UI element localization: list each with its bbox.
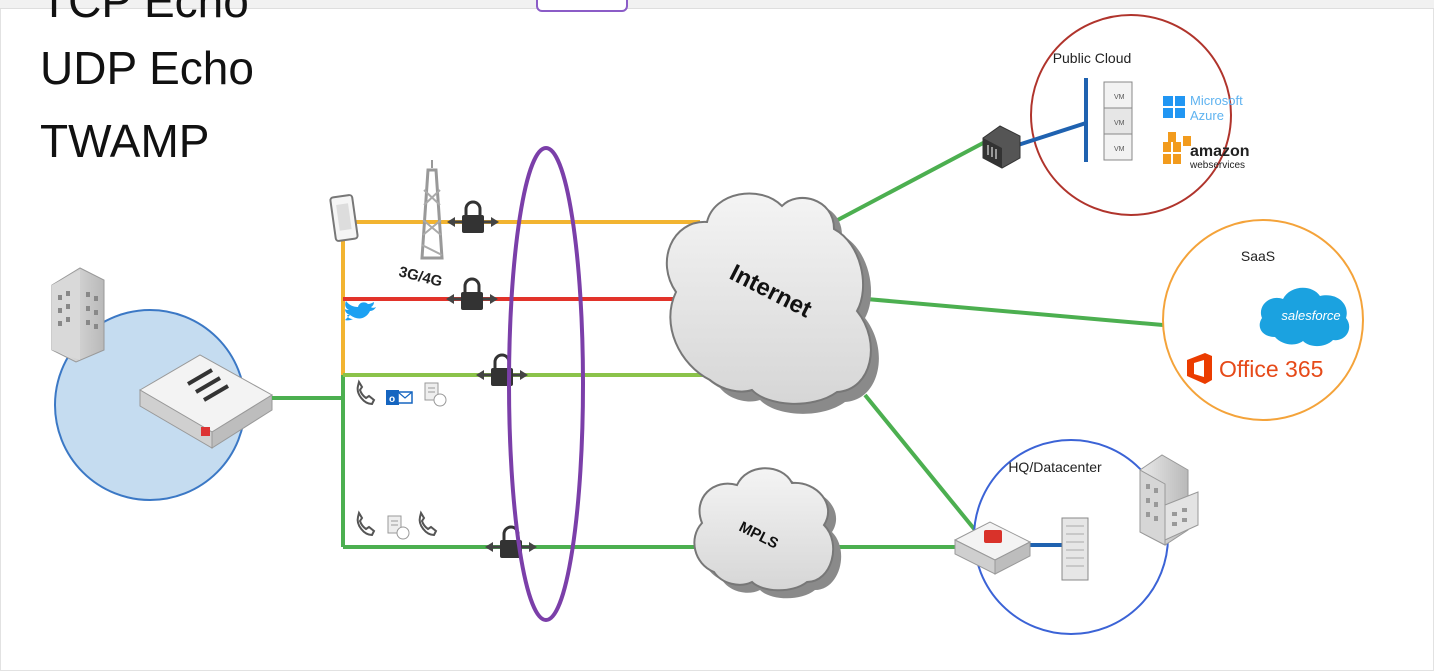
- hq-label: HQ/Datacenter: [1008, 459, 1102, 475]
- public-cloud-label: Public Cloud: [1053, 50, 1132, 66]
- encrypted-tunnel-lock-icon: [474, 353, 530, 388]
- internet-saas-link: [854, 296, 1164, 327]
- sla-probe-ellipse: [507, 146, 585, 622]
- selected-tab-fragment[interactable]: [536, 0, 628, 12]
- hq-building-icon: [1139, 454, 1199, 546]
- phone-icon: [356, 379, 376, 406]
- protocol-twamp: TWAMP: [40, 115, 210, 167]
- internet-public-cloud-link: [814, 140, 986, 234]
- sdwan-appliance-icon: [139, 354, 273, 449]
- azure-line1: Microsoft: [1190, 93, 1243, 108]
- internet-cloud-icon: Internet: [665, 192, 879, 414]
- phone-icon: [356, 510, 376, 537]
- office-icon: [1187, 353, 1212, 384]
- branch-building-icon: [51, 267, 105, 363]
- cellular-label: 3G/4G: [397, 263, 444, 290]
- hq-datacenter-site: HQ/Datacenter: [953, 439, 1199, 635]
- vm-tag: VM: [1114, 120, 1125, 127]
- protocol-tcp-echo: TCP Echo: [40, 0, 249, 27]
- outlook-icon: o: [386, 390, 413, 405]
- aws-line2: webservices: [1189, 160, 1245, 171]
- phone-icon: [418, 510, 438, 537]
- aws-line1: amazon: [1190, 143, 1250, 160]
- azure-line2: Azure: [1190, 108, 1224, 123]
- salesforce-logo: salesforce: [1259, 287, 1350, 347]
- vm-tag: VM: [1114, 94, 1125, 101]
- firewall-appliance-icon: [953, 521, 1032, 575]
- top-toolbar-strip: [0, 0, 1434, 9]
- branch-site: [51, 267, 273, 501]
- twitter-icon: [345, 301, 376, 321]
- aws-cubes-icon: [1163, 132, 1191, 164]
- encrypted-tunnel-lock-icon: [445, 200, 501, 235]
- finance-app-icon: [424, 382, 447, 407]
- gateway-appliance-icon: [982, 125, 1021, 169]
- finance-app-icon: [387, 515, 410, 540]
- server-rack-icon: [1061, 517, 1089, 581]
- vm-stack-icon: VM VM VM: [1103, 81, 1133, 161]
- encrypted-tunnel-lock-icon: [483, 525, 539, 560]
- office365-label: Office 365: [1219, 356, 1323, 382]
- mpls-cloud-icon: MPLS: [693, 467, 842, 599]
- svg-text:o: o: [389, 394, 395, 405]
- encrypted-tunnel-lock-icon: [444, 277, 500, 312]
- mobile-device-icon: [329, 194, 359, 242]
- internet-hq-link: [863, 393, 977, 532]
- windows-icon: [1163, 96, 1185, 118]
- saas-label: SaaS: [1241, 248, 1275, 264]
- public-cloud-site: Public Cloud VM VM VM Microsoft Azure: [982, 14, 1250, 216]
- vm-tag: VM: [1114, 146, 1125, 153]
- office365-logo: Office 365: [1187, 353, 1323, 384]
- cell-tower-icon: [420, 160, 444, 260]
- aws-logo: amazon webservices: [1163, 132, 1250, 171]
- salesforce-label: salesforce: [1281, 308, 1340, 323]
- protocol-udp-echo: UDP Echo: [40, 42, 254, 94]
- azure-logo: Microsoft Azure: [1163, 93, 1243, 123]
- saas-site: SaaS salesforce Office 365: [1162, 219, 1364, 421]
